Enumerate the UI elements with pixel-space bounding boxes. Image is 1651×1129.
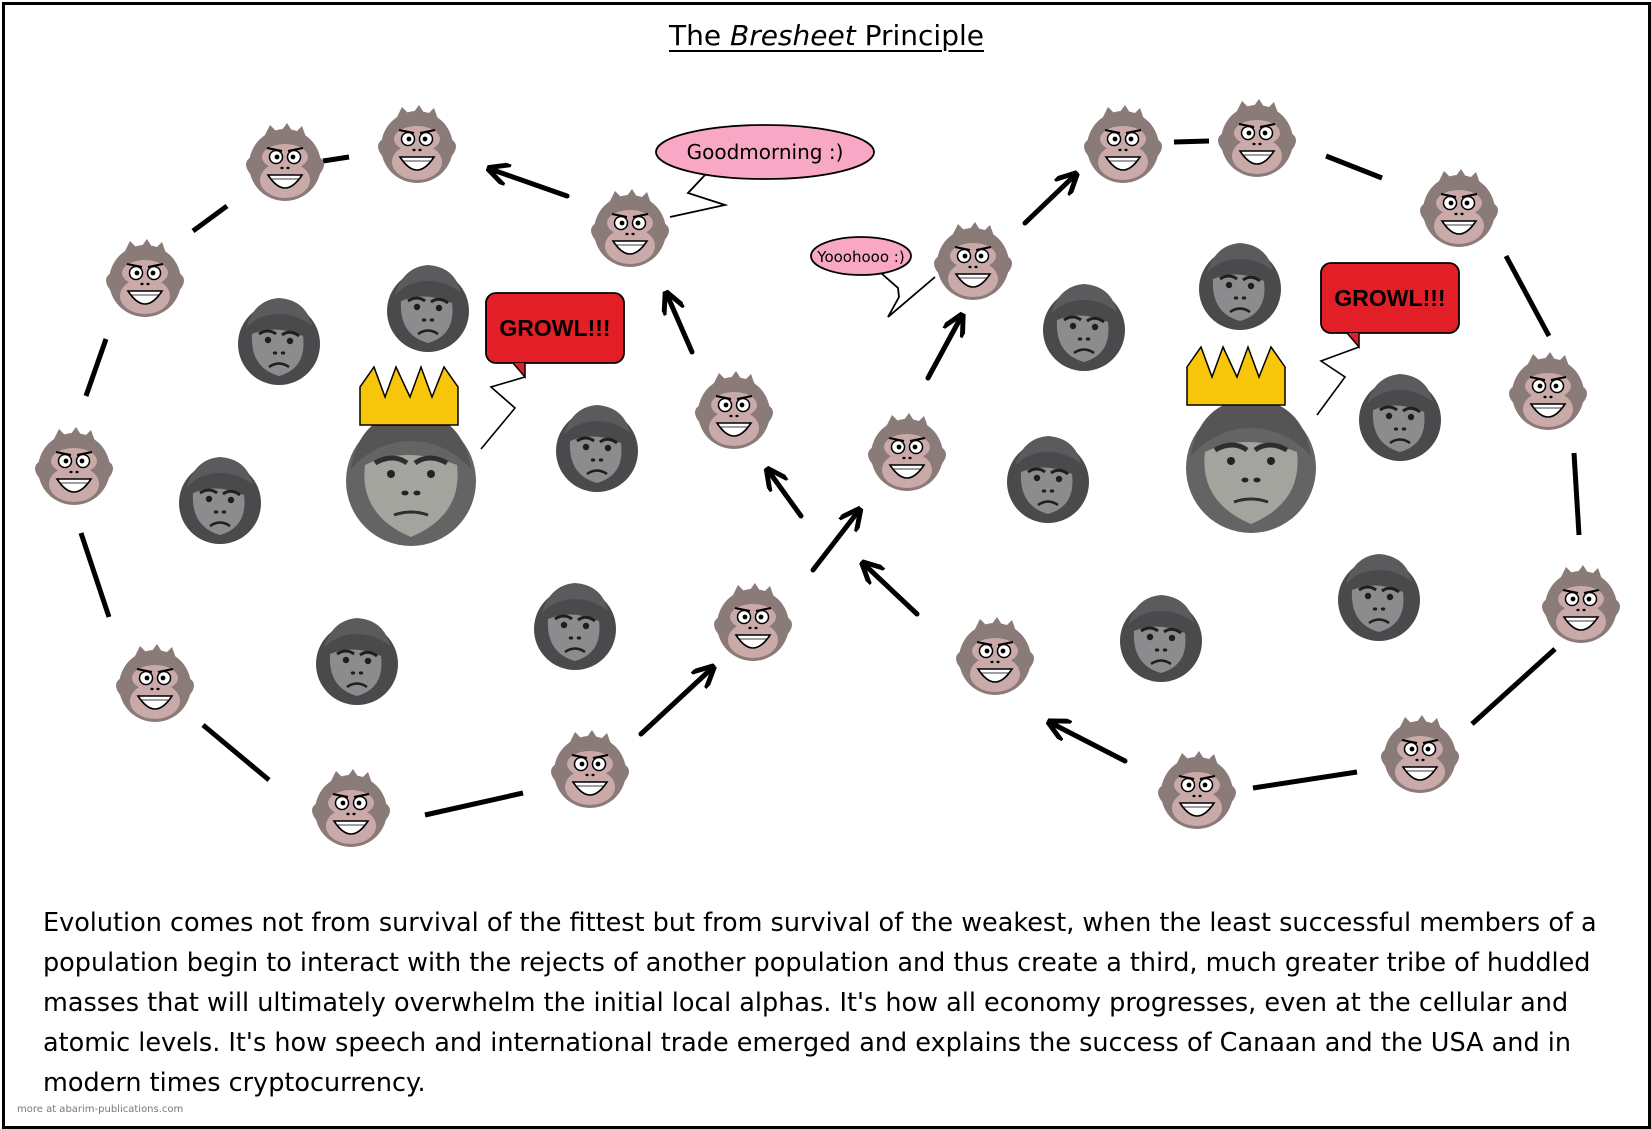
- title-emphasis: Bresheet: [729, 19, 856, 52]
- speech-bubble-yoohoo: Yooohooo :): [810, 236, 936, 318]
- sad-gorilla-icon: [1005, 434, 1091, 525]
- king-gorilla-left: [346, 366, 476, 546]
- sad-gorilla-icon: [177, 455, 263, 546]
- speech-bubble-text: Goodmorning :): [687, 140, 844, 164]
- title-suffix: Principle: [855, 19, 984, 52]
- happy-gorilla-icon: [34, 426, 114, 506]
- sad-gorilla-icon: [236, 296, 322, 387]
- happy-gorilla-icon: [115, 643, 195, 723]
- happy-gorilla-icon: [1083, 104, 1163, 184]
- king-gorilla-icon: [1186, 398, 1316, 533]
- king-gorilla-icon: [346, 411, 476, 546]
- connector-lines: [78, 138, 1582, 818]
- sad-gorilla-icon: [385, 263, 471, 354]
- sad-gorilla-icon: [1041, 282, 1127, 373]
- happy-gorilla-icon: [1380, 714, 1460, 794]
- happy-gorilla-icon: [105, 238, 185, 318]
- sad-gorilla-icon: [532, 581, 618, 672]
- happy-gorilla-icon: [245, 122, 325, 202]
- happy-gorilla-icon: [933, 221, 1013, 301]
- speech-bubble-text: Yooohooo :): [816, 248, 904, 266]
- crown-icon: [1186, 346, 1286, 406]
- sad-gorilla-icon: [1197, 241, 1283, 332]
- happy-gorilla-icon: [1419, 168, 1499, 248]
- sad-gorilla-icon: [1118, 593, 1204, 684]
- happy-gorilla-icons: [34, 98, 1621, 848]
- happy-gorilla-icon: [1541, 564, 1621, 644]
- footer-credit: more at abarim-publications.com: [17, 1104, 184, 1115]
- title-prefix: The: [669, 19, 730, 52]
- diagram-canvas: Goodmorning :) Yooohooo :) GROWL!!! GROW…: [34, 98, 1621, 848]
- growl-bubble-left: GROWL!!!: [480, 292, 625, 450]
- page-title: The Bresheet Principle: [5, 19, 1648, 52]
- happy-gorilla-icon: [713, 582, 793, 662]
- king-gorilla-right: [1186, 346, 1316, 533]
- happy-gorilla-icon: [1157, 750, 1237, 830]
- sad-gorilla-icon: [1336, 552, 1422, 643]
- crown-icon: [359, 366, 459, 426]
- happy-gorilla-icon: [1508, 351, 1588, 431]
- speech-bubble-goodmorning: Goodmorning :): [655, 124, 875, 218]
- growl-bubble-right: GROWL!!!: [1316, 262, 1460, 416]
- caption-paragraph: Evolution comes not from survival of the…: [43, 908, 1597, 1098]
- happy-gorilla-icon: [955, 616, 1035, 696]
- happy-gorilla-icon: [377, 104, 457, 184]
- happy-gorilla-icon: [590, 188, 670, 268]
- sad-gorilla-icon: [314, 616, 400, 707]
- growl-bubble-text: GROWL!!!: [499, 315, 610, 341]
- happy-gorilla-icon: [311, 768, 391, 848]
- sad-gorilla-icon: [1357, 372, 1443, 463]
- growl-bubble-text: GROWL!!!: [1334, 285, 1445, 311]
- happy-gorilla-icon: [694, 370, 774, 450]
- sad-gorilla-icon: [554, 403, 640, 494]
- flow-arrows: [493, 170, 1128, 764]
- happy-gorilla-icon: [1217, 98, 1297, 178]
- happy-gorilla-icon: [550, 729, 630, 809]
- happy-gorilla-icon: [867, 412, 947, 492]
